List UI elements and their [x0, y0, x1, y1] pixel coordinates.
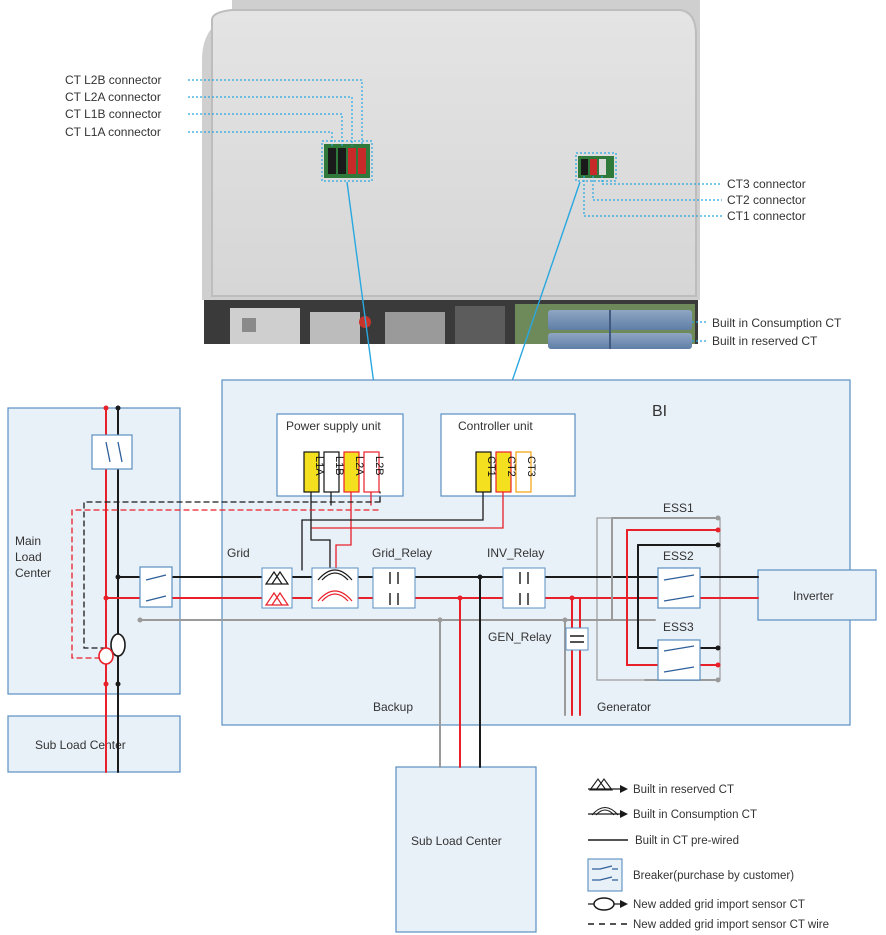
ess1-label: ESS1	[663, 501, 694, 515]
legend-label-prewired: Built in CT pre-wired	[635, 835, 739, 847]
callout-ct-l2b: CT L2B connector	[65, 73, 162, 87]
callout-ct3: CT3 connector	[727, 177, 806, 191]
grid-import-ct-l2	[98, 647, 114, 665]
main-load-center-label-3: Center	[15, 566, 51, 580]
psu-terminals: L1A L1B L2A L2B	[303, 451, 385, 493]
sub-load-center-left-box	[7, 715, 181, 773]
grid-import-ct-icon	[588, 897, 628, 911]
sub-load-center-left-label: Sub Load Center	[35, 738, 126, 752]
callout-leaders	[188, 79, 722, 342]
sub-load-center-bottom-label: Sub Load Center	[411, 834, 502, 848]
builtin-reserved-ct-graphic	[548, 333, 692, 349]
grid-relay-symbol	[372, 567, 416, 609]
psu-callout-arrow	[346, 181, 380, 395]
terminal-ct1-label: CT1	[485, 456, 497, 477]
ctrl-callout-arrow	[504, 181, 581, 399]
terminal-l1a-label: L1A	[313, 456, 325, 476]
gen-relay-label: GEN_Relay	[488, 630, 551, 644]
legend-label-consumption-ct: Built in Consumption CT	[633, 809, 757, 821]
grid-import-ct-l1	[110, 633, 126, 657]
consumption-ct-icon	[588, 806, 628, 818]
ess3-breaker	[657, 639, 701, 681]
terminal-l2b-label: L2B	[373, 456, 385, 476]
callout-ct-l2a: CT L2A connector	[65, 90, 161, 104]
main-load-center-label-2: Load	[15, 550, 42, 564]
gen-relay-symbol	[565, 627, 589, 651]
builtin-consumption-ct-graphic	[548, 310, 692, 330]
controller-unit-label: Controller unit	[458, 419, 533, 433]
legend-label-grid-import-ct: New added grid import sensor CT	[633, 899, 805, 911]
inverter-label: Inverter	[793, 589, 834, 603]
controller-terminals: CT1 CT2 CT3	[475, 451, 537, 493]
junction-dots	[103, 405, 721, 687]
grid-relay-label: Grid_Relay	[372, 546, 432, 560]
ess2-label: ESS2	[663, 549, 694, 563]
builtin-consumption-ct-symbol	[311, 567, 359, 609]
main-load-center-bus-breaker	[139, 566, 173, 608]
callout-ct1: CT1 connector	[727, 209, 806, 223]
sub-load-center-bottom-box	[395, 766, 537, 933]
builtin-reserved-ct-symbol	[261, 567, 293, 609]
terminal-ct3-label: CT3	[525, 456, 537, 477]
terminal-l1b-label: L1B	[333, 456, 345, 476]
ctrl-ct-connector-block	[578, 156, 614, 178]
grid-label: Grid	[227, 546, 250, 560]
terminal-ct2-label: CT2	[505, 456, 517, 477]
callout-builtin-consumption: Built in Consumption CT	[712, 316, 842, 330]
main-breaker	[91, 434, 133, 470]
ess2-breaker	[657, 567, 701, 609]
legend-label-grid-import-wire: New added grid import sensor CT wire	[633, 919, 829, 931]
generator-label: Generator	[597, 700, 651, 714]
terminal-ct3	[515, 451, 532, 493]
inv-relay-symbol	[502, 567, 546, 609]
psu-ct-connector-block	[324, 144, 370, 178]
ess3-label: ESS3	[663, 620, 694, 634]
callout-ct-l1b: CT L1B connector	[65, 107, 162, 121]
callout-ct2: CT2 connector	[727, 193, 806, 207]
callout-ct-l1a: CT L1A connector	[65, 125, 161, 139]
callout-builtin-reserved: Built in reserved CT	[712, 334, 818, 348]
device-illustration	[202, 0, 700, 349]
bi-title: BI	[652, 403, 667, 420]
legend: Built in reserved CT Built in Consumptio…	[587, 778, 829, 931]
reserved-ct-icon	[588, 778, 628, 793]
legend-label-reserved-ct: Built in reserved CT	[633, 784, 734, 796]
legend-label-breaker: Breaker(purchase by customer)	[633, 870, 794, 882]
inverter-box	[757, 569, 877, 621]
main-load-center-label-1: Main	[15, 534, 41, 548]
power-supply-unit-label: Power supply unit	[286, 419, 381, 433]
terminal-l2a-label: L2A	[353, 456, 365, 476]
breaker-icon	[587, 858, 623, 892]
power-supply-unit-box	[276, 413, 404, 497]
inv-relay-label: INV_Relay	[487, 546, 544, 560]
backup-label: Backup	[373, 700, 413, 714]
